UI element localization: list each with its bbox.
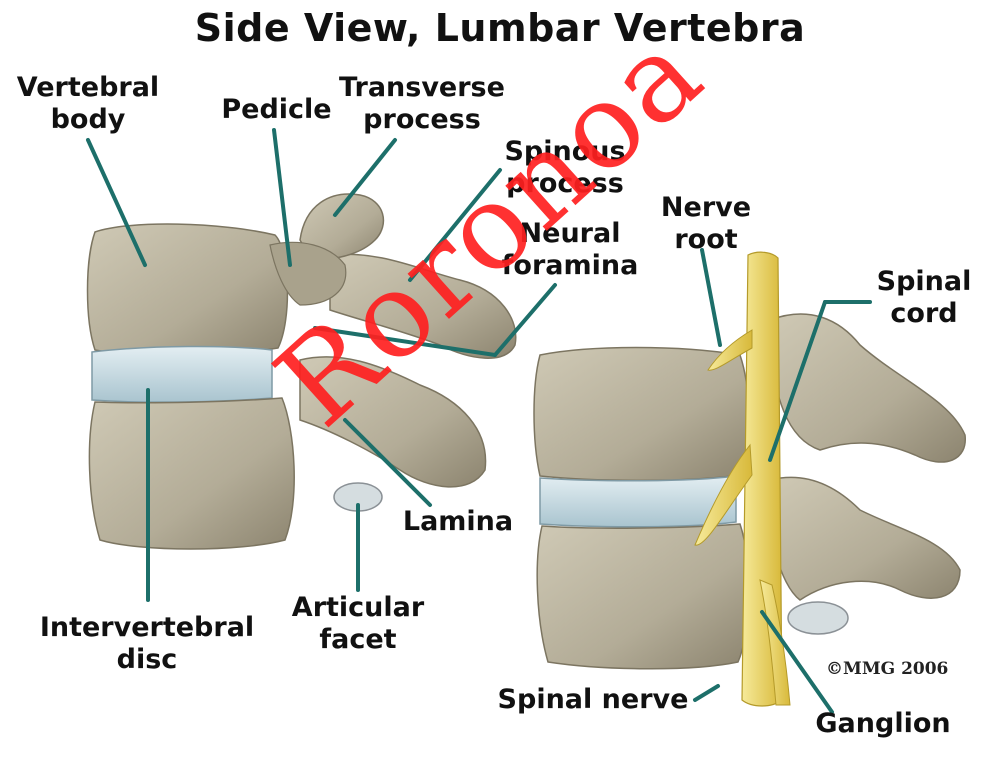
leader-nerve-root: [700, 248, 722, 347]
label-spinal-nerve: Spinal nerve: [497, 684, 689, 715]
label-nerve-root: Nerve root: [660, 192, 752, 255]
left-intervertebral-disc: [91, 345, 273, 403]
leader-spinous-process: [408, 168, 502, 282]
right-vertebra: [533, 251, 966, 707]
label-pedicle: Pedicle: [221, 94, 332, 125]
leader-lines: [86, 128, 872, 714]
left-lamina: [299, 356, 487, 488]
label-spinal-cord: Spinal cord: [876, 266, 972, 329]
label-articular-facet: Articular facet: [291, 592, 425, 655]
left-transverse-process: [299, 193, 385, 260]
label-neural-foramina: Neural foramina: [501, 218, 639, 281]
leader-neural-foramina-a: [493, 283, 557, 357]
label-lamina: Lamina: [402, 506, 514, 537]
leader-ganglion: [760, 610, 834, 714]
middle-nerve-root: [694, 443, 753, 546]
label-intervertebral-disc: Intervertebral disc: [39, 612, 255, 675]
upper-nerve-root: [707, 329, 753, 371]
leader-spinal-cord-b: [768, 300, 827, 462]
right-lower-vertebral-body: [536, 523, 750, 670]
label-transverse-process: Transverse process: [339, 72, 505, 135]
right-upper-posterior-elements: [769, 313, 966, 463]
label-vertebral-body: Vertebral body: [16, 72, 160, 135]
leader-lamina: [343, 418, 432, 507]
page-title: Side View, Lumbar Vertebra: [194, 6, 806, 50]
right-articular-facet: [787, 601, 849, 635]
left-upper-vertebral-body: [86, 223, 289, 356]
leader-pedicle: [272, 128, 292, 267]
leader-vertebral-body: [86, 138, 147, 267]
leader-transverse-process: [333, 138, 397, 217]
right-intervertebral-disc: [539, 475, 737, 528]
left-vertebra: [86, 193, 517, 550]
right-lower-posterior-elements: [768, 476, 961, 601]
label-spinous-process: Spinous process: [504, 136, 626, 199]
copyright-notice: ©MMG 2006: [826, 659, 949, 679]
label-ganglion: Ganglion: [815, 708, 951, 739]
leader-neural-foramina-b: [313, 326, 497, 357]
left-lower-vertebral-body: [88, 397, 295, 550]
leader-spinal-nerve: [693, 684, 720, 702]
